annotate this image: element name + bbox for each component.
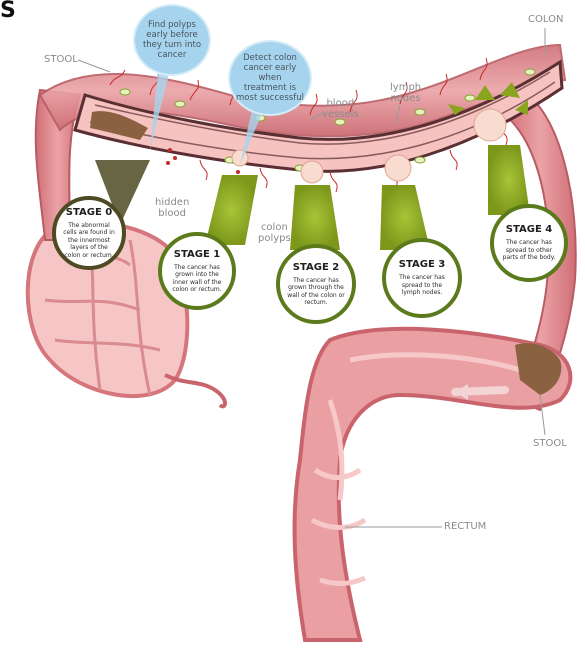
corner-glyph: S: [0, 0, 16, 22]
stage-4-description: The cancer has spread to other parts of …: [500, 239, 558, 262]
stage-4-title: STAGE 4: [506, 224, 552, 236]
label-colon-polyps: colon polyps: [258, 222, 291, 244]
stage-3-title: STAGE 3: [399, 259, 445, 271]
label-hidden-blood-line1: hidden: [155, 197, 189, 208]
stage-2-description: The cancer has grown through the wall of…: [286, 277, 346, 307]
label-colon: COLON: [528, 14, 563, 25]
stage-0-circle: STAGE 0 The abnormal cells are found in …: [52, 196, 126, 270]
label-lymph-nodes-line2: nodes: [390, 93, 421, 104]
callout-detect-cancer: Detect colon cancer early when treatment…: [228, 40, 312, 116]
label-blood-vessels-line1: blood: [322, 98, 359, 109]
label-lymph-nodes: lymph nodes: [390, 82, 421, 104]
callout-find-polyps: Find polyps early before they turn into …: [133, 4, 211, 76]
label-hidden-blood-line2: blood: [155, 208, 189, 219]
label-blood-vessels: blood vessels: [322, 98, 359, 120]
label-stool-left: STOOL: [44, 54, 78, 65]
label-rectum: RECTUM: [444, 521, 486, 532]
label-hidden-blood: hidden blood: [155, 197, 189, 219]
stage-1-title: STAGE 1: [174, 249, 220, 261]
stage-0-title: STAGE 0: [66, 207, 112, 219]
label-stool-right: STOOL: [533, 438, 567, 449]
stage-2-title: STAGE 2: [293, 262, 339, 274]
stage-3-circle: STAGE 3 The cancer has spread to the lym…: [382, 238, 462, 318]
label-blood-vessels-line2: vessels: [322, 109, 359, 120]
label-colon-polyps-line2: polyps: [258, 233, 291, 244]
label-lymph-nodes-line1: lymph: [390, 82, 421, 93]
stage-4-circle: STAGE 4 The cancer has spread to other p…: [490, 204, 568, 282]
stage-0-description: The abnormal cells are found in the inne…: [62, 222, 116, 260]
stage-1-circle: STAGE 1 The cancer has grown into the in…: [158, 232, 236, 310]
stage-1-description: The cancer has grown into the inner wall…: [168, 264, 226, 294]
label-colon-polyps-line1: colon: [258, 222, 291, 233]
stage-2-circle: STAGE 2 The cancer has grown through the…: [276, 244, 356, 324]
stage-3-description: The cancer has spread to the lymph nodes…: [392, 274, 452, 297]
